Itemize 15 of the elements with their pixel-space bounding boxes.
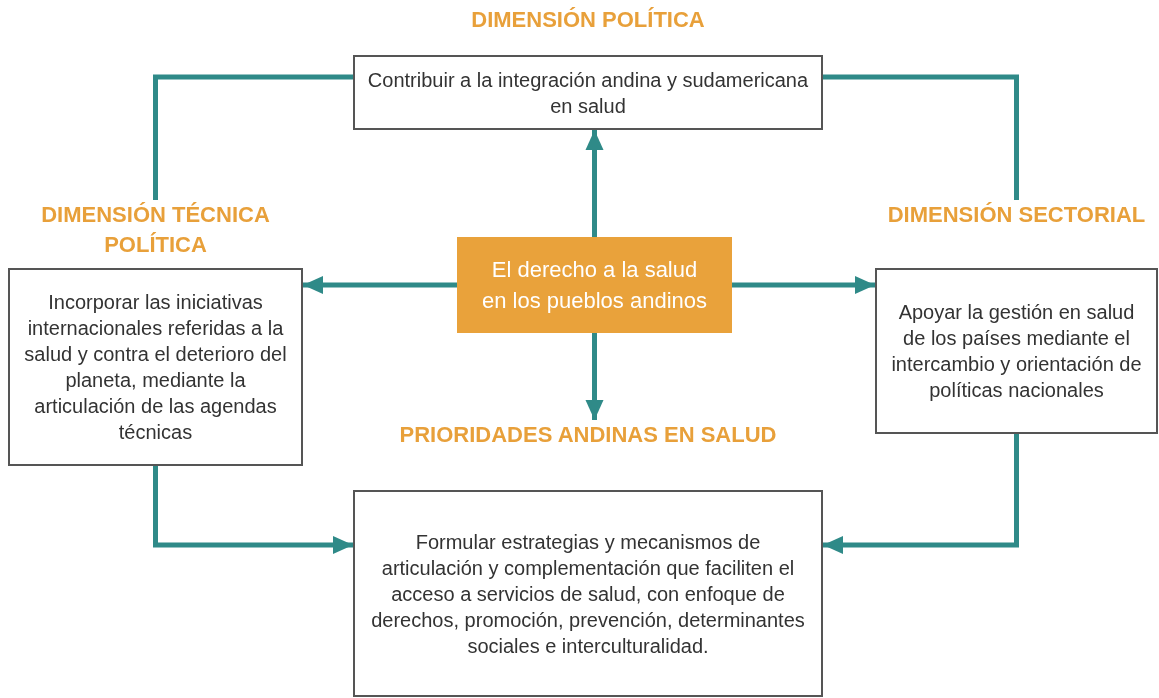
central-box: El derecho a la salud en los pueblos andinos: [457, 237, 732, 333]
arrow: [153, 466, 353, 554]
text-box: Apoyar la gestión en salud de los países mediante el intercambio y orientación de políticas nacionales: [875, 268, 1158, 434]
section-heading: DIMENSIÓN SECTORIAL: [887, 201, 1146, 229]
text-box: Formular estrategias y mecanismos de articulación y complementación que faciliten el acceso a servicios de salud, con enfoque de derechos, promoción, prevención, determinantes sociales e interculturalidad.: [353, 490, 823, 697]
text-box: Contribuir a la integración andina y sudamericana en salud: [353, 55, 823, 130]
arrow: [823, 434, 1019, 554]
section-heading: PRIORIDADES ANDINAS EN SALUD: [399, 421, 777, 449]
arrow: [585, 130, 604, 237]
arrow: [303, 276, 457, 294]
section-heading: DIMENSIÓN POLÍTICA: [471, 6, 705, 34]
text-box: Incorporar las iniciativas internacionales referidas a la salud y contra el deterioro del planeta, mediante la articulación de las agendas técnicas: [8, 268, 303, 466]
arrow: [585, 333, 604, 420]
arrow: [732, 276, 875, 294]
section-heading: DIMENSIÓN TÉCNICA POLÍTICA: [40, 201, 271, 259]
